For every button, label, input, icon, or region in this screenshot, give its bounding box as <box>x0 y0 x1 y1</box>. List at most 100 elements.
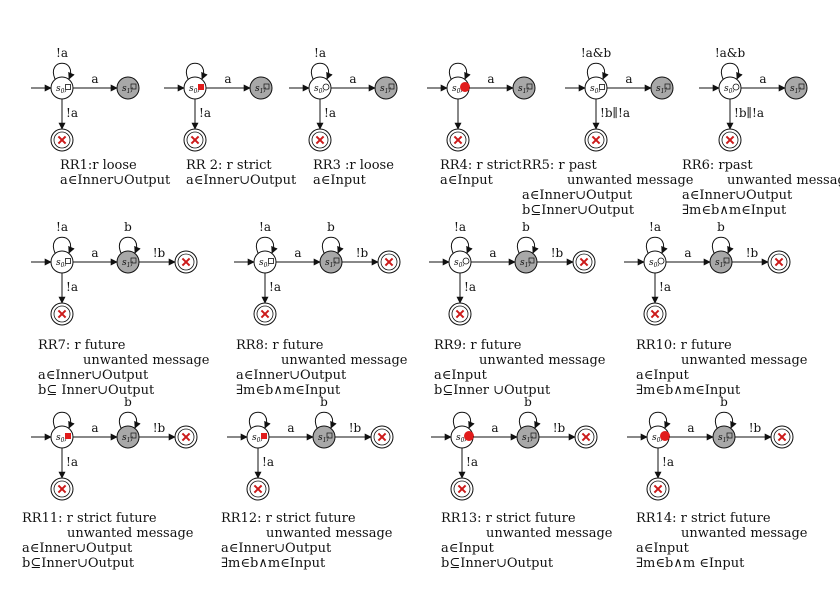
state-s1 <box>374 76 398 100</box>
self-loop-s0-label: !a&b <box>581 46 612 60</box>
self-loop-s1-label: b <box>124 220 132 234</box>
transition-a-label: a <box>287 421 294 435</box>
transition-a-label: a <box>684 246 691 260</box>
transition-a-label: a <box>91 246 98 260</box>
marker-square-icon <box>326 432 333 439</box>
reject-x-icon <box>455 309 465 319</box>
marker-square-icon <box>530 432 537 439</box>
marker-square-icon <box>130 432 137 439</box>
self-loop-s1 <box>518 411 541 429</box>
rule-condition: ∃m∈b∧m∈Input <box>221 556 326 571</box>
self-loop-s1-label: b <box>124 395 132 409</box>
transition-down-label: !a <box>659 280 671 294</box>
rule-condition: a∈Inner∪Output <box>682 188 793 203</box>
reject-x-icon <box>190 135 200 145</box>
self-loop-s0 <box>310 62 333 80</box>
rule-subtitle: unwanted message <box>486 526 613 541</box>
transition-not-b-label: !b <box>349 421 362 435</box>
state-s1-label: s1; <box>380 84 391 95</box>
transition-down-label: !a <box>66 106 78 120</box>
marker-red-circle-icon <box>460 82 470 92</box>
rule-condition: a∈Inner∪Output <box>522 188 633 203</box>
rule-title: RR6: rpast <box>682 158 753 173</box>
state-s1-label: s1; <box>520 258 531 269</box>
marker-red-square-icon <box>198 84 204 90</box>
self-loop-s1 <box>321 236 344 254</box>
self-loop-s0 <box>52 62 75 80</box>
state-s1 <box>784 76 808 100</box>
self-loop-s1-label: b <box>720 395 728 409</box>
state-s1-label: s1; <box>656 84 667 95</box>
marker-square-icon <box>528 257 535 264</box>
marker-circle-icon <box>732 83 740 91</box>
self-loop-s1-label: b <box>524 395 532 409</box>
self-loop-s0-label: !a <box>56 46 68 60</box>
self-loop-s1 <box>314 411 337 429</box>
transition-down-label: !a <box>466 455 478 469</box>
rule-condition: ∃m∈b∧m∈Input <box>236 383 341 398</box>
rule-subtitle: unwanted message <box>681 353 808 368</box>
reject-x-icon <box>453 135 463 145</box>
rule-condition: ∃m∈b∧m∈Input <box>682 203 787 218</box>
transition-down-label: !a <box>464 280 476 294</box>
rule-subtitle: unwanted message <box>281 353 408 368</box>
reject-x-icon <box>725 135 735 145</box>
rule-title: RR13: r strict future <box>441 511 576 526</box>
reject-x-icon <box>457 484 467 494</box>
self-loop-s1-label: b <box>320 395 328 409</box>
transition-not-b-label: !b <box>153 421 166 435</box>
self-loop-s0 <box>248 411 271 429</box>
transition-down-label: !a <box>199 106 211 120</box>
transition-a-label: a <box>487 72 494 86</box>
self-loop-s0 <box>185 62 208 80</box>
transition-not-b-label: !b <box>153 246 166 260</box>
transition-a-label: a <box>349 72 356 86</box>
marker-square-icon <box>268 258 274 264</box>
marker-square-icon <box>65 258 71 264</box>
reject-x-icon <box>653 484 663 494</box>
self-loop-s0-label: !a <box>56 220 68 234</box>
self-loop-s0 <box>586 62 609 80</box>
marker-square-icon <box>388 83 395 90</box>
marker-red-square-icon <box>65 433 71 439</box>
state-s1-label: s1; <box>718 433 729 444</box>
rule-condition: a∈Inner∪Output <box>60 173 171 188</box>
rule-condition: a∈Inner∪Output <box>186 173 297 188</box>
rule-condition: b⊆ Inner∪Output <box>38 383 155 398</box>
self-loop-s0-label: !a <box>259 220 271 234</box>
marker-red-circle-icon <box>660 431 670 441</box>
rule-condition: a∈Input <box>434 368 487 383</box>
marker-square-icon <box>664 83 671 90</box>
self-loop-s1 <box>711 236 734 254</box>
rule-title: RR4: r strict <box>440 158 522 173</box>
rule-condition: a∈Inner∪Output <box>221 541 332 556</box>
rule-condition: ∃m∈b∧m ∈Input <box>636 556 745 571</box>
rule-title: RR5: r past <box>522 158 597 173</box>
rule-condition: a∈Input <box>636 541 689 556</box>
rule-condition: a∈Inner∪Output <box>22 541 133 556</box>
state-s1-label: s1; <box>122 433 133 444</box>
rule-subtitle: unwanted message <box>681 526 808 541</box>
state-s1-label: s1; <box>122 258 133 269</box>
rule-title: RR7: r future <box>38 338 126 353</box>
marker-square-icon <box>333 257 340 264</box>
transition-down-label: !a <box>324 106 336 120</box>
rule-condition: b⊆Inner∪Output <box>522 203 635 218</box>
rule-title: RR11: r strict future <box>22 511 157 526</box>
marker-square-icon <box>599 84 605 90</box>
self-loop-s1-label: b <box>522 220 530 234</box>
self-loop-s0-label: !a <box>314 46 326 60</box>
rule-condition: a∈Input <box>313 173 366 188</box>
rule-title: RR8: r future <box>236 338 324 353</box>
